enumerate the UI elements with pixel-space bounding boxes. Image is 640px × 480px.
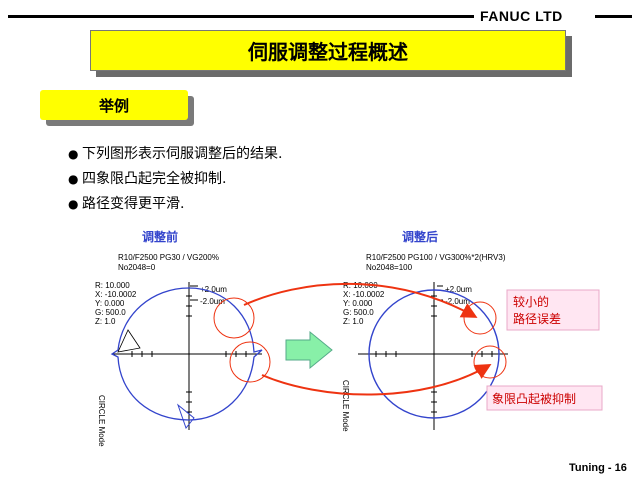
- header-rule-left: [8, 15, 474, 18]
- bullet-text: 路径变得更平滑.: [82, 196, 185, 212]
- heading-before: 调整前: [142, 229, 178, 244]
- bump-bottom: [176, 403, 195, 430]
- params-before-1: R10/F2500 PG30 / VG200%: [118, 253, 219, 262]
- params-after-2: No2048=100: [366, 263, 413, 272]
- plot-before: 调整前 R10/F2500 PG30 / VG200% No2048=0 R: …: [95, 229, 271, 447]
- bump-left: [117, 329, 141, 353]
- stats-before: R: 10.000 X: -10.0002 Y: 0.000 G: 500.0 …: [95, 281, 137, 326]
- bullet-item: ●路径变得更平滑.: [68, 192, 282, 217]
- scale-minus-before: -2.0um: [200, 297, 225, 306]
- stat-z: Z: 1.0: [343, 317, 364, 326]
- bullet-item: ●四象限凸起完全被抑制.: [68, 167, 282, 192]
- axis-ticks: [375, 295, 493, 413]
- stat-x: X: -10.0002: [343, 290, 385, 299]
- highlight-circle: [463, 301, 497, 335]
- stat-y: Y: 0.000: [343, 299, 373, 308]
- axis-ticks: [131, 295, 247, 413]
- annotation-quadrant-text: 象限凸起被抑制: [492, 391, 576, 406]
- bullet-item: ●下列图形表示伺服调整后的结果.: [68, 142, 282, 167]
- annotation-error-box: 较小的 路径误差: [506, 289, 600, 331]
- mode-after: CIRCLE Mode: [341, 380, 350, 432]
- bullet-text: 四象限凸起完全被抑制.: [82, 171, 227, 187]
- annotation-error-line1: 较小的: [513, 294, 549, 309]
- bullet-dot-icon: ●: [68, 197, 79, 211]
- highlight-circle: [213, 297, 255, 339]
- example-label: 举例: [40, 90, 188, 120]
- stats-after: R: 10.000 X: -10.0002 Y: 0.000 G: 500.0 …: [343, 281, 385, 326]
- bullet-dot-icon: ●: [68, 172, 79, 186]
- stat-y: Y: 0.000: [95, 299, 125, 308]
- bullet-text: 下列图形表示伺服调整后的结果.: [82, 146, 283, 162]
- stat-x: X: -10.0002: [95, 290, 137, 299]
- red-arrow-icon: [261, 364, 492, 396]
- brand-name: FANUC LTD: [480, 8, 563, 24]
- stat-r: R: 10.000: [343, 281, 378, 290]
- header-rule-right: [595, 15, 632, 18]
- green-right-arrow-icon: [285, 330, 333, 370]
- bullet-dot-icon: ●: [68, 147, 79, 161]
- stat-r: R: 10.000: [95, 281, 130, 290]
- stat-g: G: 500.0: [343, 308, 374, 317]
- stat-g: G: 500.0: [95, 308, 126, 317]
- path-after: [368, 289, 500, 419]
- scale-plus-before: +2.0um: [200, 285, 227, 294]
- params-after-1: R10/F2500 PG100 / VG300%*2(HRV3): [366, 253, 506, 262]
- params-before-2: No2048=0: [118, 263, 156, 272]
- annotation-error-line2: 路径误差: [513, 311, 561, 326]
- slide-footer: Tuning - 16: [569, 462, 627, 474]
- bullet-list: ●下列图形表示伺服调整后的结果. ●四象限凸起完全被抑制. ●路径变得更平滑.: [68, 142, 282, 217]
- red-arrow-icon: [243, 282, 478, 318]
- mode-before: CIRCLE Mode: [97, 395, 106, 447]
- highlight-circle: [473, 345, 507, 379]
- highlight-circle: [229, 341, 271, 383]
- stat-z: Z: 1.0: [95, 317, 116, 326]
- scale-minus-after: -2.0um: [445, 297, 470, 306]
- scale-plus-after: +2.0um: [445, 285, 472, 294]
- heading-after: 调整后: [402, 229, 438, 244]
- plot-after: 调整后 R10/F2500 PG100 / VG300%*2(HRV3) No2…: [341, 229, 508, 432]
- path-before: [110, 287, 263, 421]
- slide-title: 伺服调整过程概述: [90, 30, 566, 71]
- annotation-quadrant-box: 象限凸起被抑制: [486, 385, 603, 411]
